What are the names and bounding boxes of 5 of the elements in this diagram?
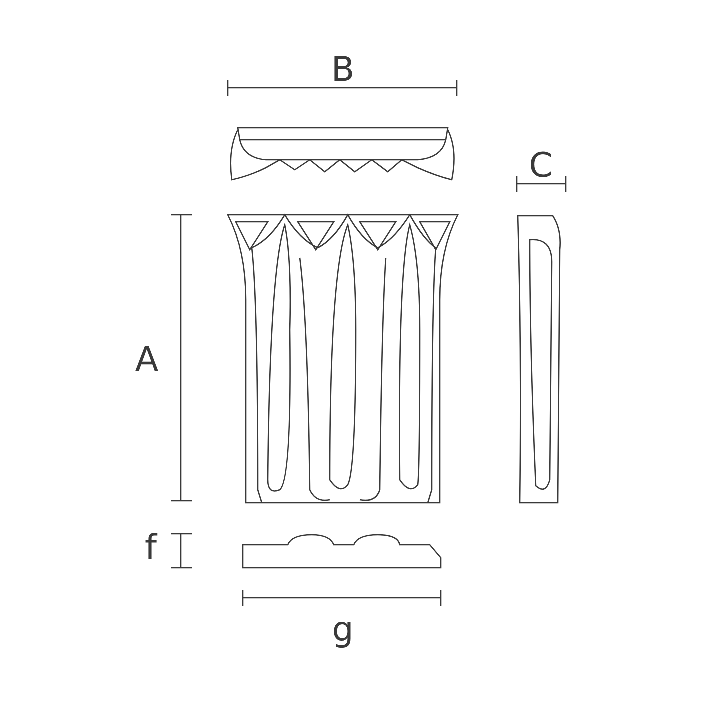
dimension-label: g: [332, 613, 354, 647]
dimension-label: A: [135, 343, 159, 377]
dimension-label: B: [331, 53, 355, 87]
dimension-label: f: [145, 531, 157, 565]
dimension-label: C: [529, 149, 553, 183]
